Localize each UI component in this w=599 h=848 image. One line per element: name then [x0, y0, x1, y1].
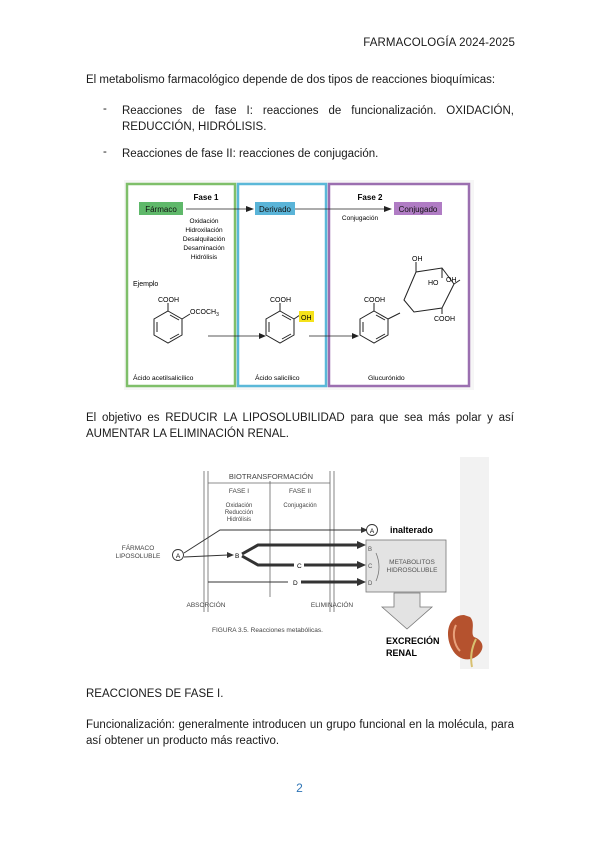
- phase2-box: [327, 182, 471, 388]
- node-a-label: A: [176, 553, 181, 560]
- eliminacion-label: ELIMINACIÓN: [311, 600, 354, 609]
- metabolism-phases-figure: Fase 1 Fase 2 Fármaco Derivado Conjugado…: [124, 180, 474, 390]
- inalterado-label: inalterado: [390, 525, 434, 535]
- bullet-phase1: Reacciones de fase I: reacciones de func…: [122, 105, 514, 133]
- node-b-label: B: [235, 553, 239, 560]
- biotransformation-figure: BIOTRANSFORMACIÓN FASE I FASE II Oxidaci…: [108, 457, 489, 669]
- functionalization-paragraph: Funcionalización: generalmente introduce…: [86, 719, 514, 747]
- metab-c: C: [368, 564, 373, 570]
- oh-highlight: [299, 311, 314, 322]
- reaction-oxidacion: Oxidación: [190, 218, 219, 225]
- ococh3-label: OCOCH3: [190, 309, 219, 318]
- phase1-box: [125, 182, 237, 388]
- reaction-hidrolisis: Hidrólisis: [227, 517, 251, 523]
- oh-label-right: OH: [446, 277, 457, 284]
- farmaco-label-box: [139, 202, 183, 215]
- node-c-label: C: [297, 563, 302, 570]
- mol3-name: Glucurónido: [368, 375, 405, 382]
- ejemplo-label: Ejemplo: [133, 281, 158, 288]
- aspirin-structure: [153, 303, 191, 344]
- reaction-desalquilacion: Desalquilación: [183, 236, 226, 243]
- excrecion-1: EXCRECIÓN: [386, 635, 440, 646]
- section-title: REACCIONES DE FASE I.: [86, 688, 224, 700]
- glucuronide-structure: [359, 262, 461, 344]
- metab-b: B: [368, 547, 372, 553]
- page-number: 2: [296, 781, 303, 795]
- ho-label: HO: [428, 280, 439, 287]
- objective-paragraph: El objetivo es REDUCIR LA LIPOSOLUBILIDA…: [86, 412, 514, 440]
- metab-d: D: [368, 581, 373, 587]
- conjugado-label-box: [394, 202, 442, 215]
- excrecion-2: RENAL: [386, 648, 418, 658]
- fase2-label: FASE II: [289, 488, 311, 495]
- metabolitos-1: METABOLITOS: [389, 559, 435, 566]
- bullet-phase2: Reacciones de fase II: reacciones de con…: [122, 148, 379, 160]
- derivado-box: [236, 182, 328, 388]
- salicylic-structure: [265, 303, 301, 344]
- cooh-label: COOH: [434, 316, 455, 323]
- reaction-hidrolisis: Hidrólisis: [191, 254, 218, 261]
- node-a-right-label: A: [370, 528, 375, 535]
- node-d-label: D: [293, 580, 298, 587]
- node-a: [172, 549, 184, 561]
- mol2-name: Ácido salicílico: [255, 373, 300, 382]
- oh-label-top: OH: [412, 256, 423, 263]
- metabolitos-2: HIDROSOLUBLE: [387, 567, 439, 574]
- reaction-oxidacion: Oxidación: [226, 503, 253, 509]
- node-a-right: [366, 524, 378, 536]
- derivado-label-box: [255, 202, 295, 215]
- conjugado-label: Conjugado: [399, 205, 438, 214]
- bullet-marker: -: [103, 103, 107, 115]
- derivado-label: Derivado: [259, 205, 292, 214]
- farmaco-label: Fármaco: [145, 205, 177, 214]
- reaction-desaminacion: Desaminación: [183, 245, 225, 252]
- biotransformation-title: BIOTRANSFORMACIÓN: [229, 472, 313, 481]
- reaction-hidroxilacion: Hidroxilación: [185, 227, 223, 234]
- figure-caption: FIGURA 3.5. Reacciones metabólicas.: [212, 627, 323, 634]
- cooh-label: COOH: [270, 297, 291, 304]
- fase1-label: FASE I: [229, 488, 249, 495]
- bullet-marker: -: [103, 146, 107, 158]
- farmaco-label-2: LIPOSOLUBLE: [116, 553, 161, 560]
- farmaco-label-1: FÁRMACO: [122, 543, 155, 552]
- absorcion-label: ABSORCIÓN: [186, 600, 225, 609]
- oh-label: OH: [301, 315, 312, 322]
- cooh-label: COOH: [158, 297, 179, 304]
- mol1-name: Ácido acetilsalicílico: [133, 373, 194, 382]
- reaction-conjugacion: Conjugación: [283, 503, 316, 509]
- reaction-conjugacion: Conjugación: [342, 215, 379, 222]
- intro-paragraph: El metabolismo farmacológico depende de …: [86, 74, 496, 86]
- phase2-title: Fase 2: [358, 193, 383, 202]
- kidney-icon: [448, 615, 483, 668]
- phase1-title: Fase 1: [194, 193, 219, 202]
- cooh-label: COOH: [364, 297, 385, 304]
- metabolites-box: [365, 539, 447, 593]
- excretion-arrow: [380, 592, 434, 630]
- reaction-reduccion: Reducción: [225, 510, 253, 516]
- page-header: FARMACOLOGÍA 2024-2025: [363, 37, 515, 49]
